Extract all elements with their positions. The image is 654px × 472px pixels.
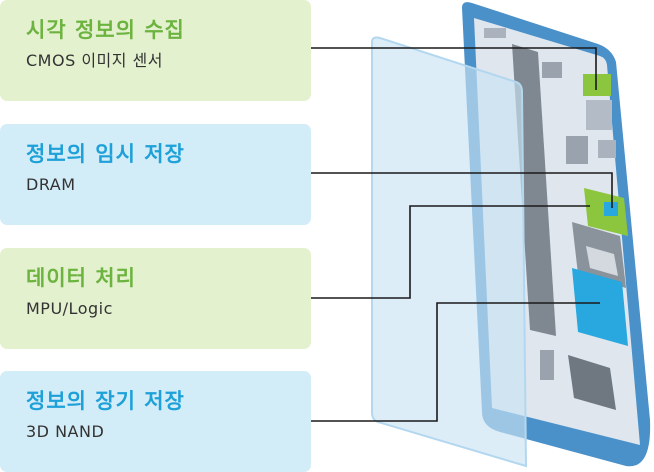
mpu-socket: [586, 246, 618, 276]
component-rect: [484, 28, 506, 38]
panel-title: 정보의 임시 저장: [26, 142, 185, 166]
panel-subtitle: 3D NAND: [26, 422, 105, 441]
panel-cmos: 시각 정보의 수집 CMOS 이미지 센서: [0, 0, 311, 101]
component-rect: [540, 350, 554, 380]
panel-subtitle: DRAM: [26, 175, 76, 194]
connector-cmos: [311, 47, 597, 90]
panel-title: 데이터 처리: [26, 266, 136, 290]
panel-nand: 정보의 장기 저장 3D NAND: [0, 371, 311, 472]
cmos-chip: [583, 74, 611, 96]
panel-mpu: 데이터 처리 MPU/Logic: [0, 248, 311, 349]
panel-title: 시각 정보의 수집: [26, 18, 185, 42]
glass-panel: [371, 36, 528, 468]
lower-chip: [568, 355, 616, 410]
panel-title: 정보의 장기 저장: [26, 389, 185, 413]
panel-subtitle: CMOS 이미지 센서: [26, 51, 163, 70]
connector-mpu: [311, 205, 590, 299]
connector-dram: [311, 172, 613, 208]
panel-dram: 정보의 임시 저장 DRAM: [0, 124, 311, 225]
component-rect: [598, 140, 616, 158]
component-rect: [586, 100, 612, 130]
component-rect: [542, 62, 562, 78]
component-rect: [566, 136, 588, 164]
panel-subtitle: MPU/Logic: [26, 299, 113, 318]
dram-chip: [604, 202, 618, 216]
nand-chip: [572, 268, 628, 346]
connector-nand: [311, 302, 600, 422]
